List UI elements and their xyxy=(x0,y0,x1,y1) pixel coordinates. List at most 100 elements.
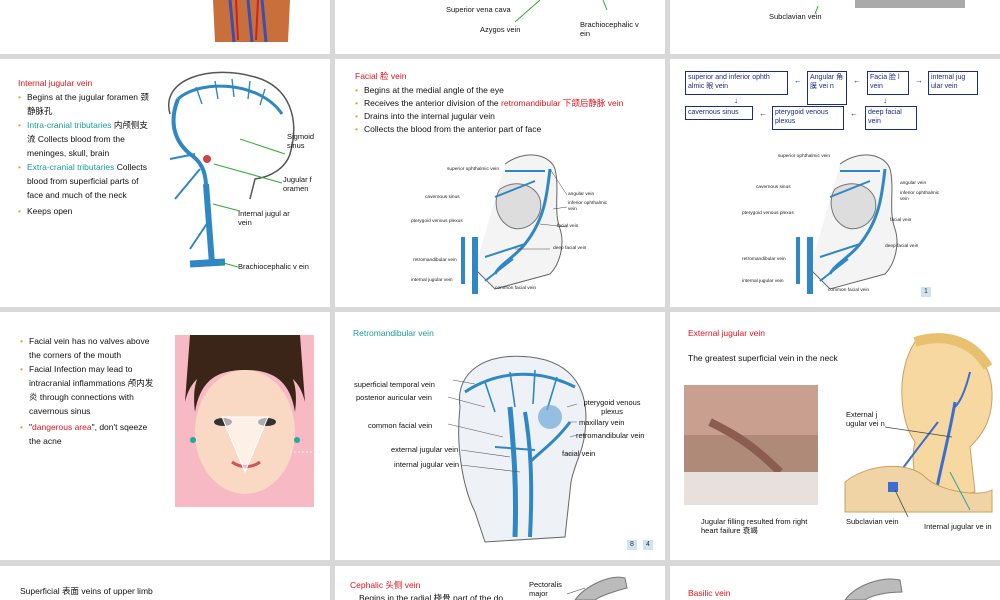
label-common-facial: common facial vein xyxy=(368,421,433,430)
torso-figure xyxy=(213,0,290,43)
fig-internal-jugular: internal jugular vein xyxy=(742,279,784,284)
box-ophthalmic: superior and inferior ophth almic 眼 vein xyxy=(685,71,788,95)
neck-vein-figure xyxy=(844,333,993,518)
fig-internal-jugular: internal jugular vein xyxy=(411,278,453,283)
arrow-down-2: ↓ xyxy=(883,96,887,105)
arrow-left-4: ← xyxy=(850,109,858,118)
fig-pterygoid: pterygoid venous plexus xyxy=(411,219,463,224)
fig-common-facial: common facial vein xyxy=(495,286,537,291)
bullet-infection: Facial Infection may lead to intracrania… xyxy=(20,362,157,418)
bullet-foramen: Begins at the jugular foramen 颈静脉孔 xyxy=(18,90,152,118)
slide-title: Superficial 表面 veins of upper limb xyxy=(20,586,153,596)
slide-title: Basilic vein xyxy=(688,588,731,598)
skull-vein-figure xyxy=(167,71,295,268)
photo-caption: Jugular filling resulted from right hear… xyxy=(701,517,808,535)
slide-title: Facial 脸 vein xyxy=(355,71,407,81)
page-number-a: 8 xyxy=(627,540,637,550)
box-cavernous: cavernous sinus xyxy=(685,106,753,120)
label-svc: Superior vena cava xyxy=(446,5,511,14)
text-dangerous: ", don't sqeeze the acne xyxy=(29,422,148,446)
slide-cephalic[interactable]: Cephalic 头侧 vein Begins in the radial 桡骨… xyxy=(335,566,665,600)
slide-dangerous-area[interactable]: Facial vein has no valves above the corn… xyxy=(0,312,330,560)
slide-svc[interactable]: Superior vena cava Azygos vein Brachioce… xyxy=(335,0,665,54)
label-brachiocephalic: Brachiocephalic v ein xyxy=(580,20,639,38)
arrow-left-1: ← xyxy=(794,76,802,85)
fig-deep-facial: deep facial vein xyxy=(885,244,919,249)
arrow-left-2: ← xyxy=(853,76,861,85)
slide-superficial-upper-limb[interactable]: Superficial 表面 veins of upper limb xyxy=(0,566,330,600)
fig-facial: facial vein xyxy=(890,218,912,223)
slide-retromandibular[interactable]: Retromandibular vein superficial tempora… xyxy=(335,312,665,560)
fig-deep-facial: deep facial vein xyxy=(553,246,587,251)
label-external-jugular: external jugular vein xyxy=(391,445,459,454)
label-superficial-temporal: superficial temporal vein xyxy=(354,380,435,389)
page-number: 1 xyxy=(921,287,931,297)
label-brachiocephalic: Brachiocephalic v ein xyxy=(238,262,309,271)
svc-leader-lines xyxy=(514,0,608,23)
fig-pterygoid: pterygoid venous plexus xyxy=(742,211,794,216)
box-angular: Angular 角膜 vei n xyxy=(807,71,847,105)
arm-figure-2 xyxy=(844,578,903,600)
term-retromandibular: retromandibular 下颌后静脉 vein xyxy=(501,98,624,108)
facial-vein-figure-2 xyxy=(796,154,898,294)
facial-vein-figure xyxy=(461,154,568,294)
arrow-left-3: ← xyxy=(759,109,767,118)
slide-title: Internal jugular vein xyxy=(18,78,93,88)
slide-basilic[interactable]: Basilic vein xyxy=(670,566,1000,600)
slide-internal-jugular[interactable]: Internal jugular vein Begins at the jugu… xyxy=(0,59,330,307)
slide-subclavian[interactable]: Subclavian vein xyxy=(670,0,1000,54)
text-intracranial: 内颅侧支流 Collects blood from the meninges, … xyxy=(27,120,148,158)
fig-cavernous: cavernous sinus xyxy=(425,195,460,200)
fig-angular: angular vein xyxy=(900,181,927,186)
bullet-keeps-open: Keeps open xyxy=(18,204,152,218)
term-extracranial: Extra-cranial tributaries xyxy=(27,162,115,172)
slide-facial-flow[interactable]: superior and inferior ophth almic 眼 vein… xyxy=(670,59,1000,307)
quote-open: " xyxy=(29,422,33,432)
bullet-begins: Begins in the radial 桡骨 part of the do xyxy=(359,591,529,600)
slide-external-jugular[interactable]: External jugular vein The greatest super… xyxy=(670,312,1000,560)
label-maxillary: maxillary vein xyxy=(579,418,625,427)
bullet-intracranial: Intra-cranial tributaries 内颅侧支流 Collects… xyxy=(18,118,152,160)
label-retromandibular: retromandibular vein xyxy=(576,431,645,440)
bullet-drains: Drains into the internal jugular vein xyxy=(355,109,495,123)
neck-photo xyxy=(684,385,818,505)
label-internal-jugular: Internal jugular ve in xyxy=(924,522,992,531)
fig-superior-ophthalmic: superior ophthalmic vein xyxy=(447,167,499,172)
slide-title: External jugular vein xyxy=(688,328,766,338)
box-deep-facial: deep facial vein xyxy=(865,106,917,130)
bullet-dangerous: "dangerous area", don't sqeeze the acne xyxy=(20,420,157,448)
fig-cavernous: cavernous sinus xyxy=(756,185,791,190)
fig-angular: angular vein xyxy=(568,192,595,197)
bullet-receives: Receives the anterior division of the re… xyxy=(355,96,664,110)
slide-body-figure[interactable] xyxy=(0,0,330,54)
label-external-jugular: External j ugular vei n xyxy=(846,410,885,428)
slide-facial-vein[interactable]: Facial 脸 vein Begins at the medial angle… xyxy=(335,59,665,307)
term-dangerous: dangerous area xyxy=(32,422,92,432)
label-internal-jugular: internal jugular vein xyxy=(394,460,460,469)
arrow-right: → xyxy=(915,76,923,85)
fig-facial: facial vein xyxy=(557,224,579,229)
head-vein-figure xyxy=(447,355,587,543)
slide-title: Retromandibular vein xyxy=(353,328,434,338)
slide-title: Cephalic 头侧 vein xyxy=(350,580,421,590)
fig-inferior-ophthalmic: inferior ophthalmic vein xyxy=(568,201,608,212)
bullet-collects: Collects the blood from the anterior par… xyxy=(355,122,541,136)
label-azygos: Azygos vein xyxy=(480,25,521,34)
subclavian-figure xyxy=(814,0,965,15)
fig-superior-ophthalmic: superior ophthalmic vein xyxy=(778,154,830,159)
face-illustration xyxy=(175,335,320,507)
bullet-begins: Begins at the medial angle of the eye xyxy=(355,83,504,97)
label-subclavian: Subclavian vein xyxy=(769,12,822,21)
label-pectoralis: Pectoralis major xyxy=(529,580,562,598)
bullet-no-valves: Facial vein has no valves above the corn… xyxy=(20,334,157,362)
label-jugular-foramen: Jugular f oramen xyxy=(283,175,312,193)
label-facial: facial vein xyxy=(562,449,596,458)
box-internal-jugular: internal jug ular vein xyxy=(928,71,978,95)
fig-retromandibular: retromandibular vein xyxy=(742,257,786,262)
label-internal-jugular: Internal jugul ar vein xyxy=(238,209,290,227)
text-extracranial: Collects blood from superficial parts of… xyxy=(27,162,147,200)
arm-figure xyxy=(566,576,628,600)
fig-common-facial: common facial vein xyxy=(828,288,870,293)
box-pterygoid: pterygoid venous plexus xyxy=(772,106,844,130)
fig-retromandibular: retromandibular vein xyxy=(413,258,457,263)
